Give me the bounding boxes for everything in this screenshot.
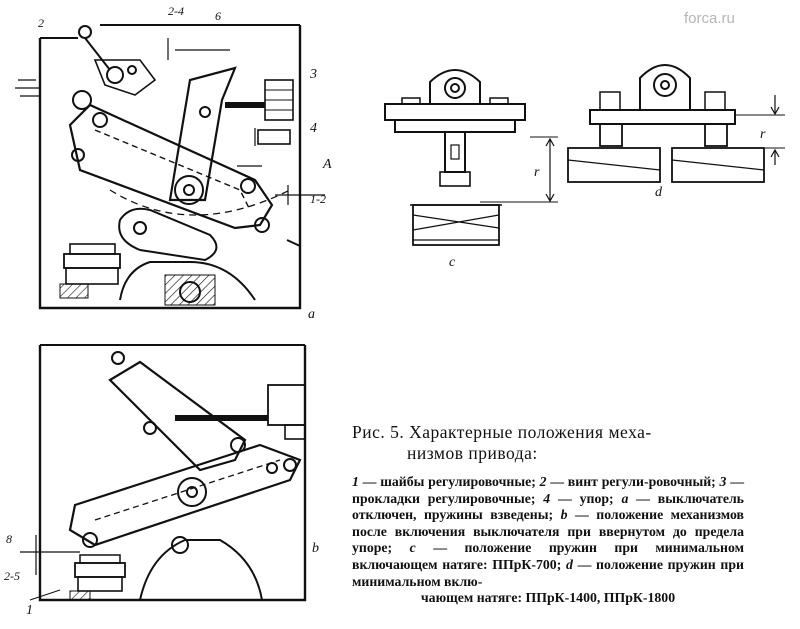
caption-item-text: — положение пружин при минимальном включ…: [352, 540, 744, 572]
caption-item-key: 1: [352, 474, 359, 489]
figure-caption: Рис. 5. Характерные положения меха- низм…: [352, 422, 744, 607]
label-b: b: [312, 541, 319, 556]
label-a: a: [308, 307, 315, 322]
label-4: 4: [310, 121, 317, 136]
caption-last-line: чающем натяге: ППрК-1400, ППрК-1800: [420, 590, 676, 606]
label-d: d: [655, 185, 663, 200]
caption-item-text: — положение пружин при минимальном вклю-: [352, 556, 744, 589]
label-2-4: 2-4: [168, 4, 184, 18]
label-2: 2: [38, 16, 44, 30]
caption-item-text: — винт регули-ровочный;: [546, 474, 720, 489]
panel-b: [20, 344, 307, 602]
caption-item-key: 4: [543, 490, 551, 506]
label-c: c: [449, 255, 456, 270]
caption-item-text: — шайбы регулировочные;: [358, 474, 540, 489]
caption-body: 1 — шайбы регулировочные; 2 — винт регул…: [352, 474, 744, 607]
label-A: A: [322, 157, 332, 172]
caption-item-key: c: [409, 540, 416, 556]
caption-item-text: — упор;: [550, 490, 622, 506]
label-r-c: r: [534, 165, 540, 180]
label-8: 8: [6, 532, 12, 546]
caption-item-key: 3: [719, 474, 727, 489]
caption-item-key: a: [621, 490, 629, 506]
label-1-2: 1-2: [310, 192, 326, 206]
panel-a: [15, 24, 325, 310]
caption-title-line2: низмов привода:: [407, 443, 538, 463]
caption-item-text: — выключатель отключен, пружины взведены…: [352, 490, 744, 523]
label-6: 6: [215, 9, 221, 23]
caption-item-key: 2: [539, 474, 547, 489]
watermark: forca.ru: [684, 10, 735, 27]
caption-item-key: b: [560, 507, 568, 523]
caption-title: Рис. 5. Характерные положения меха- низм…: [352, 422, 744, 464]
caption-item-text: — положение механизмов после включения в…: [352, 507, 744, 556]
caption-item-text: — прокладки регулировочные;: [352, 474, 744, 506]
label-2-5: 2-5: [4, 569, 20, 583]
label-1: 1: [26, 603, 33, 618]
label-3: 3: [309, 67, 317, 82]
panel-d: [567, 64, 785, 183]
panel-c: [384, 69, 558, 246]
caption-title-line1: Рис. 5. Характерные положения меха-: [352, 422, 652, 442]
label-r-d: r: [760, 127, 766, 142]
caption-item-key: d: [565, 556, 573, 572]
